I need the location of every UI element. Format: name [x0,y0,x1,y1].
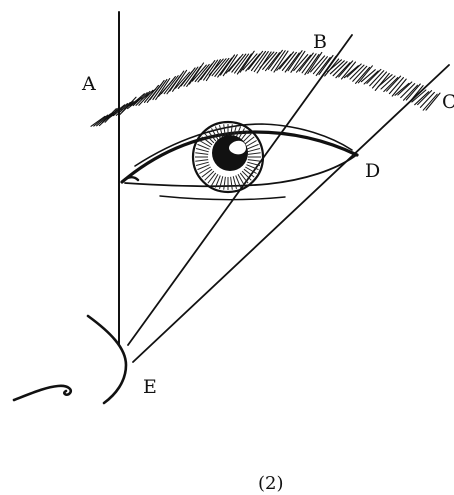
iris-striation [233,176,236,189]
eyebrow-hair-stroke [97,114,111,126]
label-A: A [81,73,96,95]
nose [14,316,126,403]
iris-striation [231,177,233,190]
guide-line-E-to-C [133,65,449,362]
label-E: E [143,376,157,398]
iris-striation [248,153,261,155]
iris-striation [244,137,254,145]
iris-striation [247,149,260,152]
eyebrow [91,50,440,126]
nostril [14,386,71,400]
label-C: C [442,91,454,113]
iris-striation [202,169,212,177]
iris-striation [195,160,208,162]
eye [122,122,357,200]
iris-striation [195,153,208,155]
iris-striation [224,177,226,190]
eyebrow-hair-stroke [204,60,218,80]
iris-striation [248,160,261,162]
eyebrow-hair-stroke [237,54,251,74]
iris-striation [196,162,209,165]
iris-striation [196,149,209,152]
iris-striation [240,173,248,183]
nose-bridge-curve [88,316,126,403]
iris-striation [205,171,214,180]
iris-striation [208,173,216,183]
figure-caption: (2) [258,473,284,494]
label-B: B [313,31,327,53]
label-D: D [365,160,380,182]
eyebrow-hair-stroke [426,93,440,110]
eyebrow-hair-stroke [164,76,178,94]
lower-lash-line [160,196,285,200]
